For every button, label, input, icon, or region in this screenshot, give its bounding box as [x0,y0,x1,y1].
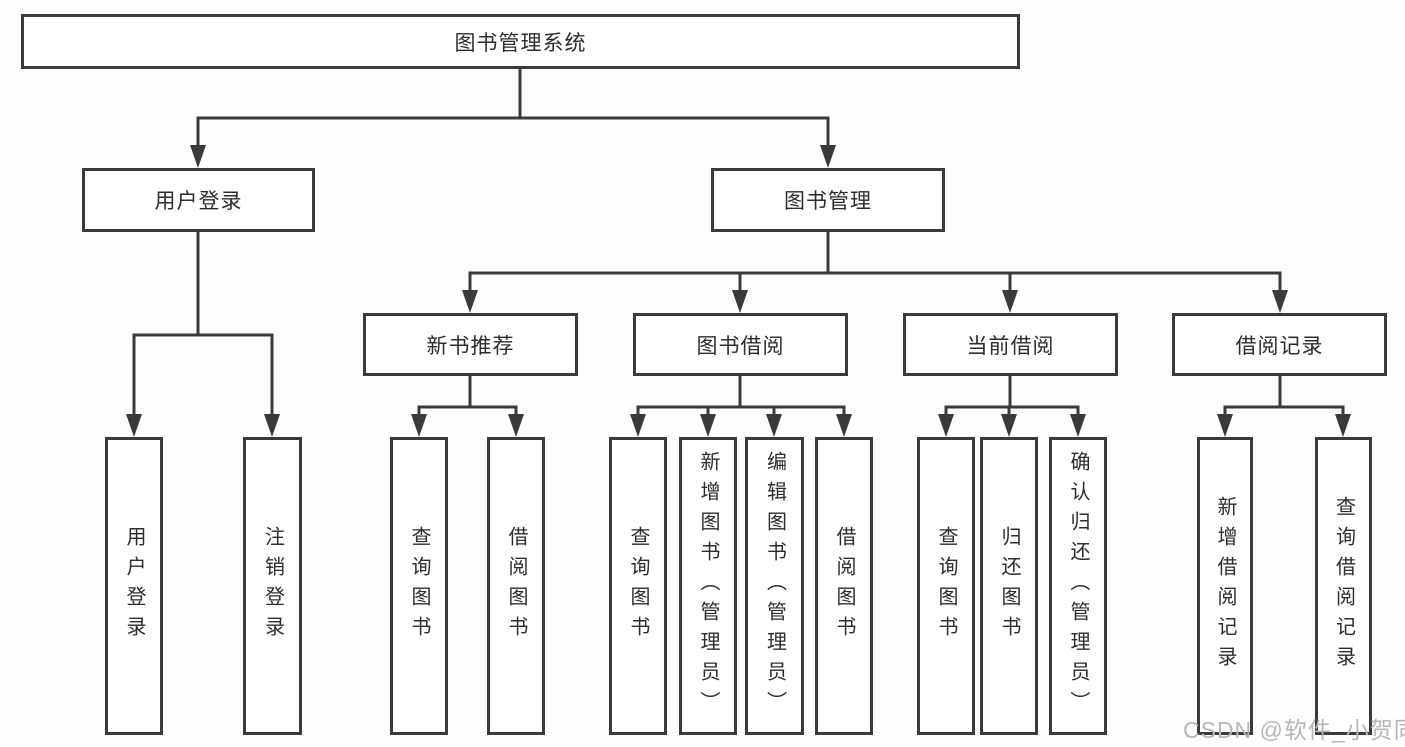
leaf-recommend-query-books: 查询图书 [390,437,448,735]
leaf-add-books-admin-label: 新增图书（管理员） [697,451,719,721]
node-book-management-label: 图书管理 [784,190,872,213]
leaf-add-books-admin: 新增图书（管理员） [679,437,737,735]
leaf-current-query-books: 查询图书 [917,437,975,735]
leaf-logout-label: 注销登录 [261,526,284,646]
csdn-watermark: CSDN @软件_小贺同学 [1183,717,1405,743]
leaf-borrowing-query-books: 查询图书 [609,437,667,735]
node-current-borrowing: 当前借阅 [903,313,1118,376]
leaf-borrowing-borrow-books: 借阅图书 [815,437,873,735]
leaf-edit-books-admin: 编辑图书（管理员） [745,437,804,735]
leaf-user-login: 用户登录 [105,437,163,735]
node-new-book-recommend: 新书推荐 [363,313,578,376]
leaf-user-login-label: 用户登录 [123,526,145,646]
leaf-edit-books-admin-label: 编辑图书（管理员） [763,451,786,721]
node-book-borrowing-label: 图书借阅 [696,334,785,358]
leaf-recommend-borrow-books-label: 借阅图书 [505,526,527,646]
leaf-return-books: 归还图书 [980,437,1038,735]
node-current-borrowing-label: 当前借阅 [966,334,1055,358]
leaf-current-query-books-label: 查询图书 [935,526,957,646]
node-library-system: 图书管理系统 [21,14,1020,69]
leaf-logout: 注销登录 [243,437,302,735]
node-new-book-recommend-label: 新书推荐 [426,334,515,358]
leaf-return-books-label: 归还图书 [998,526,1020,646]
node-library-system-label: 图书管理系统 [454,31,587,55]
leaf-borrowing-borrow-books-label: 借阅图书 [833,526,855,646]
node-book-management: 图书管理 [711,168,945,232]
node-book-borrowing: 图书借阅 [633,313,848,376]
node-user-login-label: 用户登录 [154,190,243,213]
leaf-recommend-query-books-label: 查询图书 [408,526,430,646]
node-borrowing-records-label: 借阅记录 [1235,334,1324,358]
arrowheads [126,145,1351,437]
leaf-confirm-return-admin: 确认归还（管理员） [1049,437,1107,735]
node-borrowing-records: 借阅记录 [1172,313,1387,376]
leaf-borrowing-query-books-label: 查询图书 [627,526,649,646]
node-user-login: 用户登录 [82,168,315,232]
leaf-recommend-borrow-books: 借阅图书 [487,437,545,735]
leaf-add-borrow-record-label: 新增借阅记录 [1214,496,1236,676]
leaf-query-borrow-record: 查询借阅记录 [1315,437,1372,735]
leaf-query-borrow-record-label: 查询借阅记录 [1332,496,1355,676]
leaf-confirm-return-admin-label: 确认归还（管理员） [1067,451,1089,721]
leaf-add-borrow-record: 新增借阅记录 [1197,437,1253,735]
